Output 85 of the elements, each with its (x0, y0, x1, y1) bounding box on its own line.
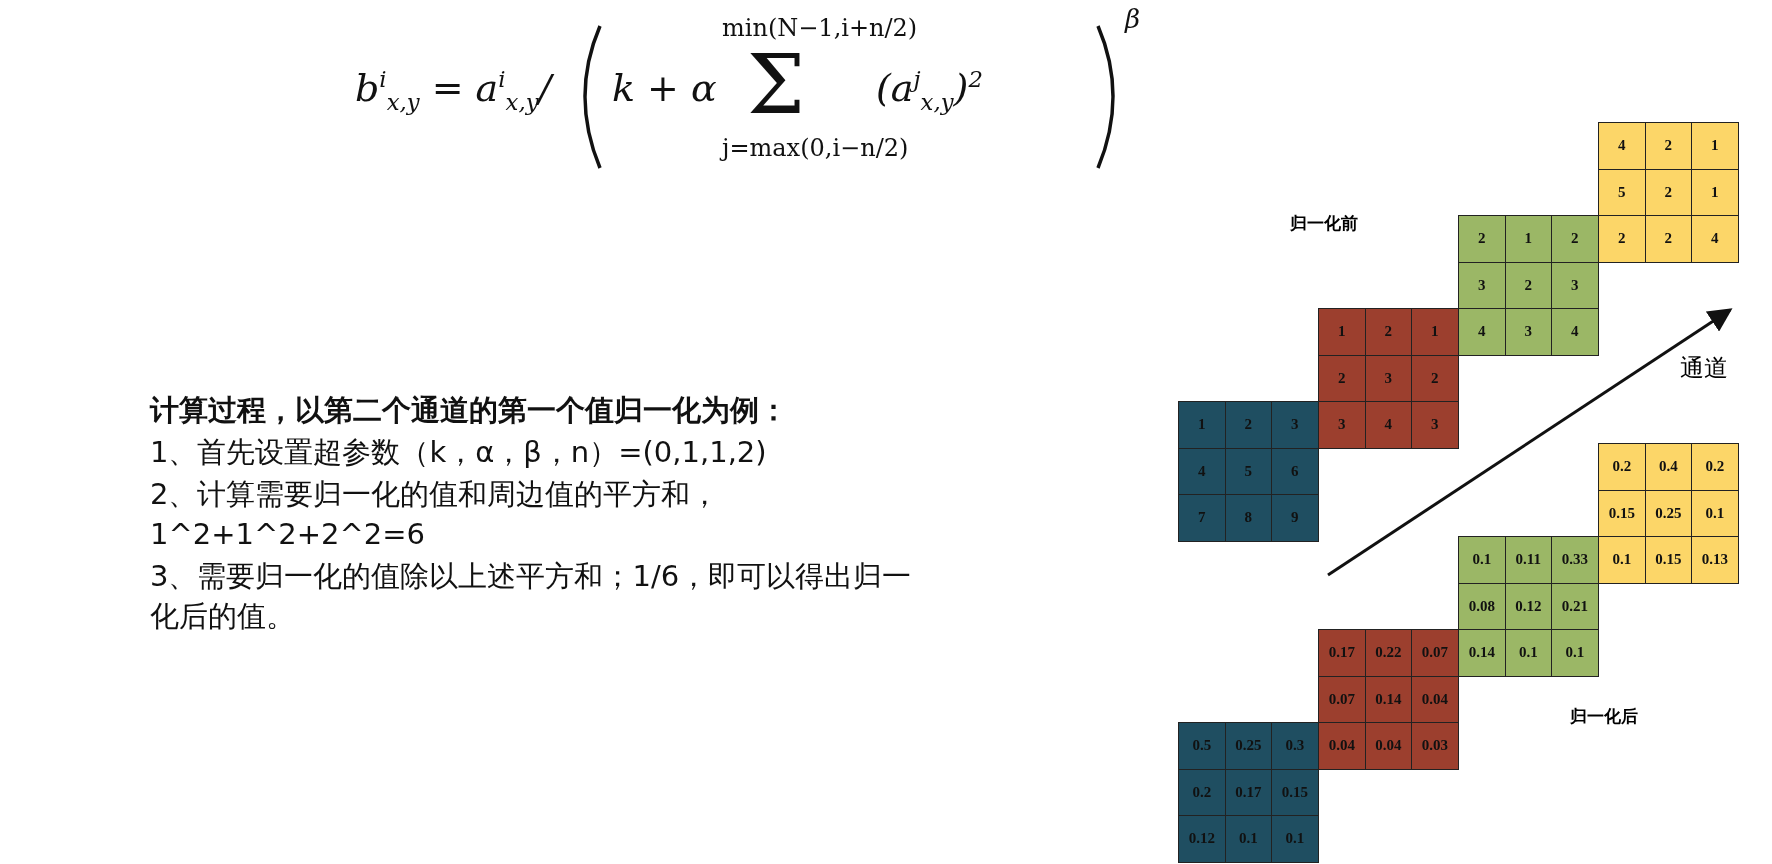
matrix-cell: 0.1 (1551, 629, 1599, 677)
matrix-cell: 0.15 (1271, 768, 1319, 816)
matrix-cell: 1 (1691, 122, 1739, 170)
step-text: 3、需要归一化的值除以上述平方和；1/6，即可以得出归一化后的值。 (150, 558, 913, 635)
matrix-cell: 5 (1598, 168, 1646, 216)
matrix-cell: 0.07 (1318, 675, 1366, 723)
matrix-cell: 2 (1364, 308, 1412, 356)
matrix-cell: 0.03 (1411, 722, 1459, 770)
matrix-cell: 0.33 (1551, 536, 1599, 584)
matrix-cell: 0.21 (1551, 582, 1599, 630)
matrix-cell: 0.12 (1178, 815, 1226, 863)
matrix-cell: 0.14 (1364, 675, 1412, 723)
matrix-cell: 2 (1644, 215, 1692, 263)
matrix-cell: 3 (1318, 401, 1366, 449)
matrix-cell: 0.3 (1271, 722, 1319, 770)
matrix-cell: 9 (1271, 494, 1319, 542)
matrix-cell: 3 (1458, 261, 1506, 309)
matrix-cell: 0.14 (1458, 629, 1506, 677)
matrix-cell: 4 (1691, 215, 1739, 263)
matrix-cell: 3 (1364, 354, 1412, 402)
matrix-cell: 0.1 (1504, 629, 1552, 677)
matrix-cell: 4 (1364, 401, 1412, 449)
matrix-cell: 2 (1318, 354, 1366, 402)
section-label: 归一化后 (1570, 705, 1638, 728)
matrix-cell: 3 (1271, 401, 1319, 449)
matrix-cell: 0.1 (1458, 536, 1506, 584)
matrix-cell: 1 (1318, 308, 1366, 356)
matrix-cell: 0.1 (1224, 815, 1272, 863)
matrix-cell: 3 (1551, 261, 1599, 309)
matrix-cell: 0.2 (1598, 443, 1646, 491)
matrix-cell: 2 (1644, 168, 1692, 216)
matrix-cell: 0.22 (1364, 629, 1412, 677)
matrix-cell: 3 (1411, 401, 1459, 449)
matrix-cell: 2 (1504, 261, 1552, 309)
matrix-cell: 7 (1178, 494, 1226, 542)
matrix-cell: 0.25 (1224, 722, 1272, 770)
matrix-cell: 6 (1271, 447, 1319, 495)
formula-term: (a$^{j}$$_{x,y}$)$^{2}$ (876, 66, 983, 115)
matrix-cell: 1 (1504, 215, 1552, 263)
formula-term: b$^{i}$$_{x,y}$ = a$^{i}$$_{x,y}$/ (355, 66, 552, 115)
matrix-cell: 0.13 (1691, 536, 1739, 584)
matrix-cell: 0.5 (1178, 722, 1226, 770)
matrix-cell: 0.2 (1178, 768, 1226, 816)
matrix-cell: 3 (1504, 308, 1552, 356)
matrix-cell: 0.1 (1691, 489, 1739, 537)
matrix-cell: 0.15 (1644, 536, 1692, 584)
matrix-cell: 2 (1224, 401, 1272, 449)
matrix-cell: 4 (1551, 308, 1599, 356)
matrix-cell: 1 (1691, 168, 1739, 216)
matrix-cell: 0.15 (1598, 489, 1646, 537)
matrix-cell: 0.1 (1598, 536, 1646, 584)
matrix-cell: 0.17 (1224, 768, 1272, 816)
matrix-cell: 0.17 (1318, 629, 1366, 677)
matrix-cell: 2 (1644, 122, 1692, 170)
matrix-cell: 0.08 (1458, 582, 1506, 630)
sum-upper-limit: min(N−1,i+n/2) (722, 14, 918, 42)
matrix-cell: 1 (1178, 401, 1226, 449)
matrix-cell: 4 (1458, 308, 1506, 356)
matrix-cell: 0.1 (1271, 815, 1319, 863)
matrix-cell: 0.07 (1411, 629, 1459, 677)
axis-label: 通道 (1680, 353, 1728, 384)
matrix-cell: 2 (1598, 215, 1646, 263)
matrix-cell: 2 (1551, 215, 1599, 263)
sum-symbol: Σ (747, 44, 805, 126)
matrix-cell: 4 (1178, 447, 1226, 495)
formula-term: k + α (612, 66, 717, 110)
matrix-cell: 0.04 (1411, 675, 1459, 723)
step-text: 1、首先设置超参数（k，α，β，n）=(0,1,1,2) (150, 434, 768, 471)
heading-text: 计算过程，以第二个通道的第一个值归一化为例： (150, 392, 789, 429)
matrix-cell: 1 (1411, 308, 1459, 356)
matrix-cell: 0.04 (1318, 722, 1366, 770)
matrix-cell: 5 (1224, 447, 1272, 495)
exponent: β (1125, 4, 1141, 34)
matrix-cell: 0.11 (1504, 536, 1552, 584)
matrix-cell: 2 (1458, 215, 1506, 263)
section-label: 归一化前 (1290, 212, 1358, 235)
matrix-cell: 0.4 (1644, 443, 1692, 491)
matrix-cell: 2 (1411, 354, 1459, 402)
matrix-cell: 4 (1598, 122, 1646, 170)
matrix-cell: 0.25 (1644, 489, 1692, 537)
matrix-cell: 0.2 (1691, 443, 1739, 491)
matrix-cell: 0.04 (1364, 722, 1412, 770)
matrix-cell: 0.12 (1504, 582, 1552, 630)
step-text: 2、计算需要归一化的值和周边值的平方和，1^2+1^2+2^2=6 (150, 476, 721, 553)
matrix-cell: 8 (1224, 494, 1272, 542)
